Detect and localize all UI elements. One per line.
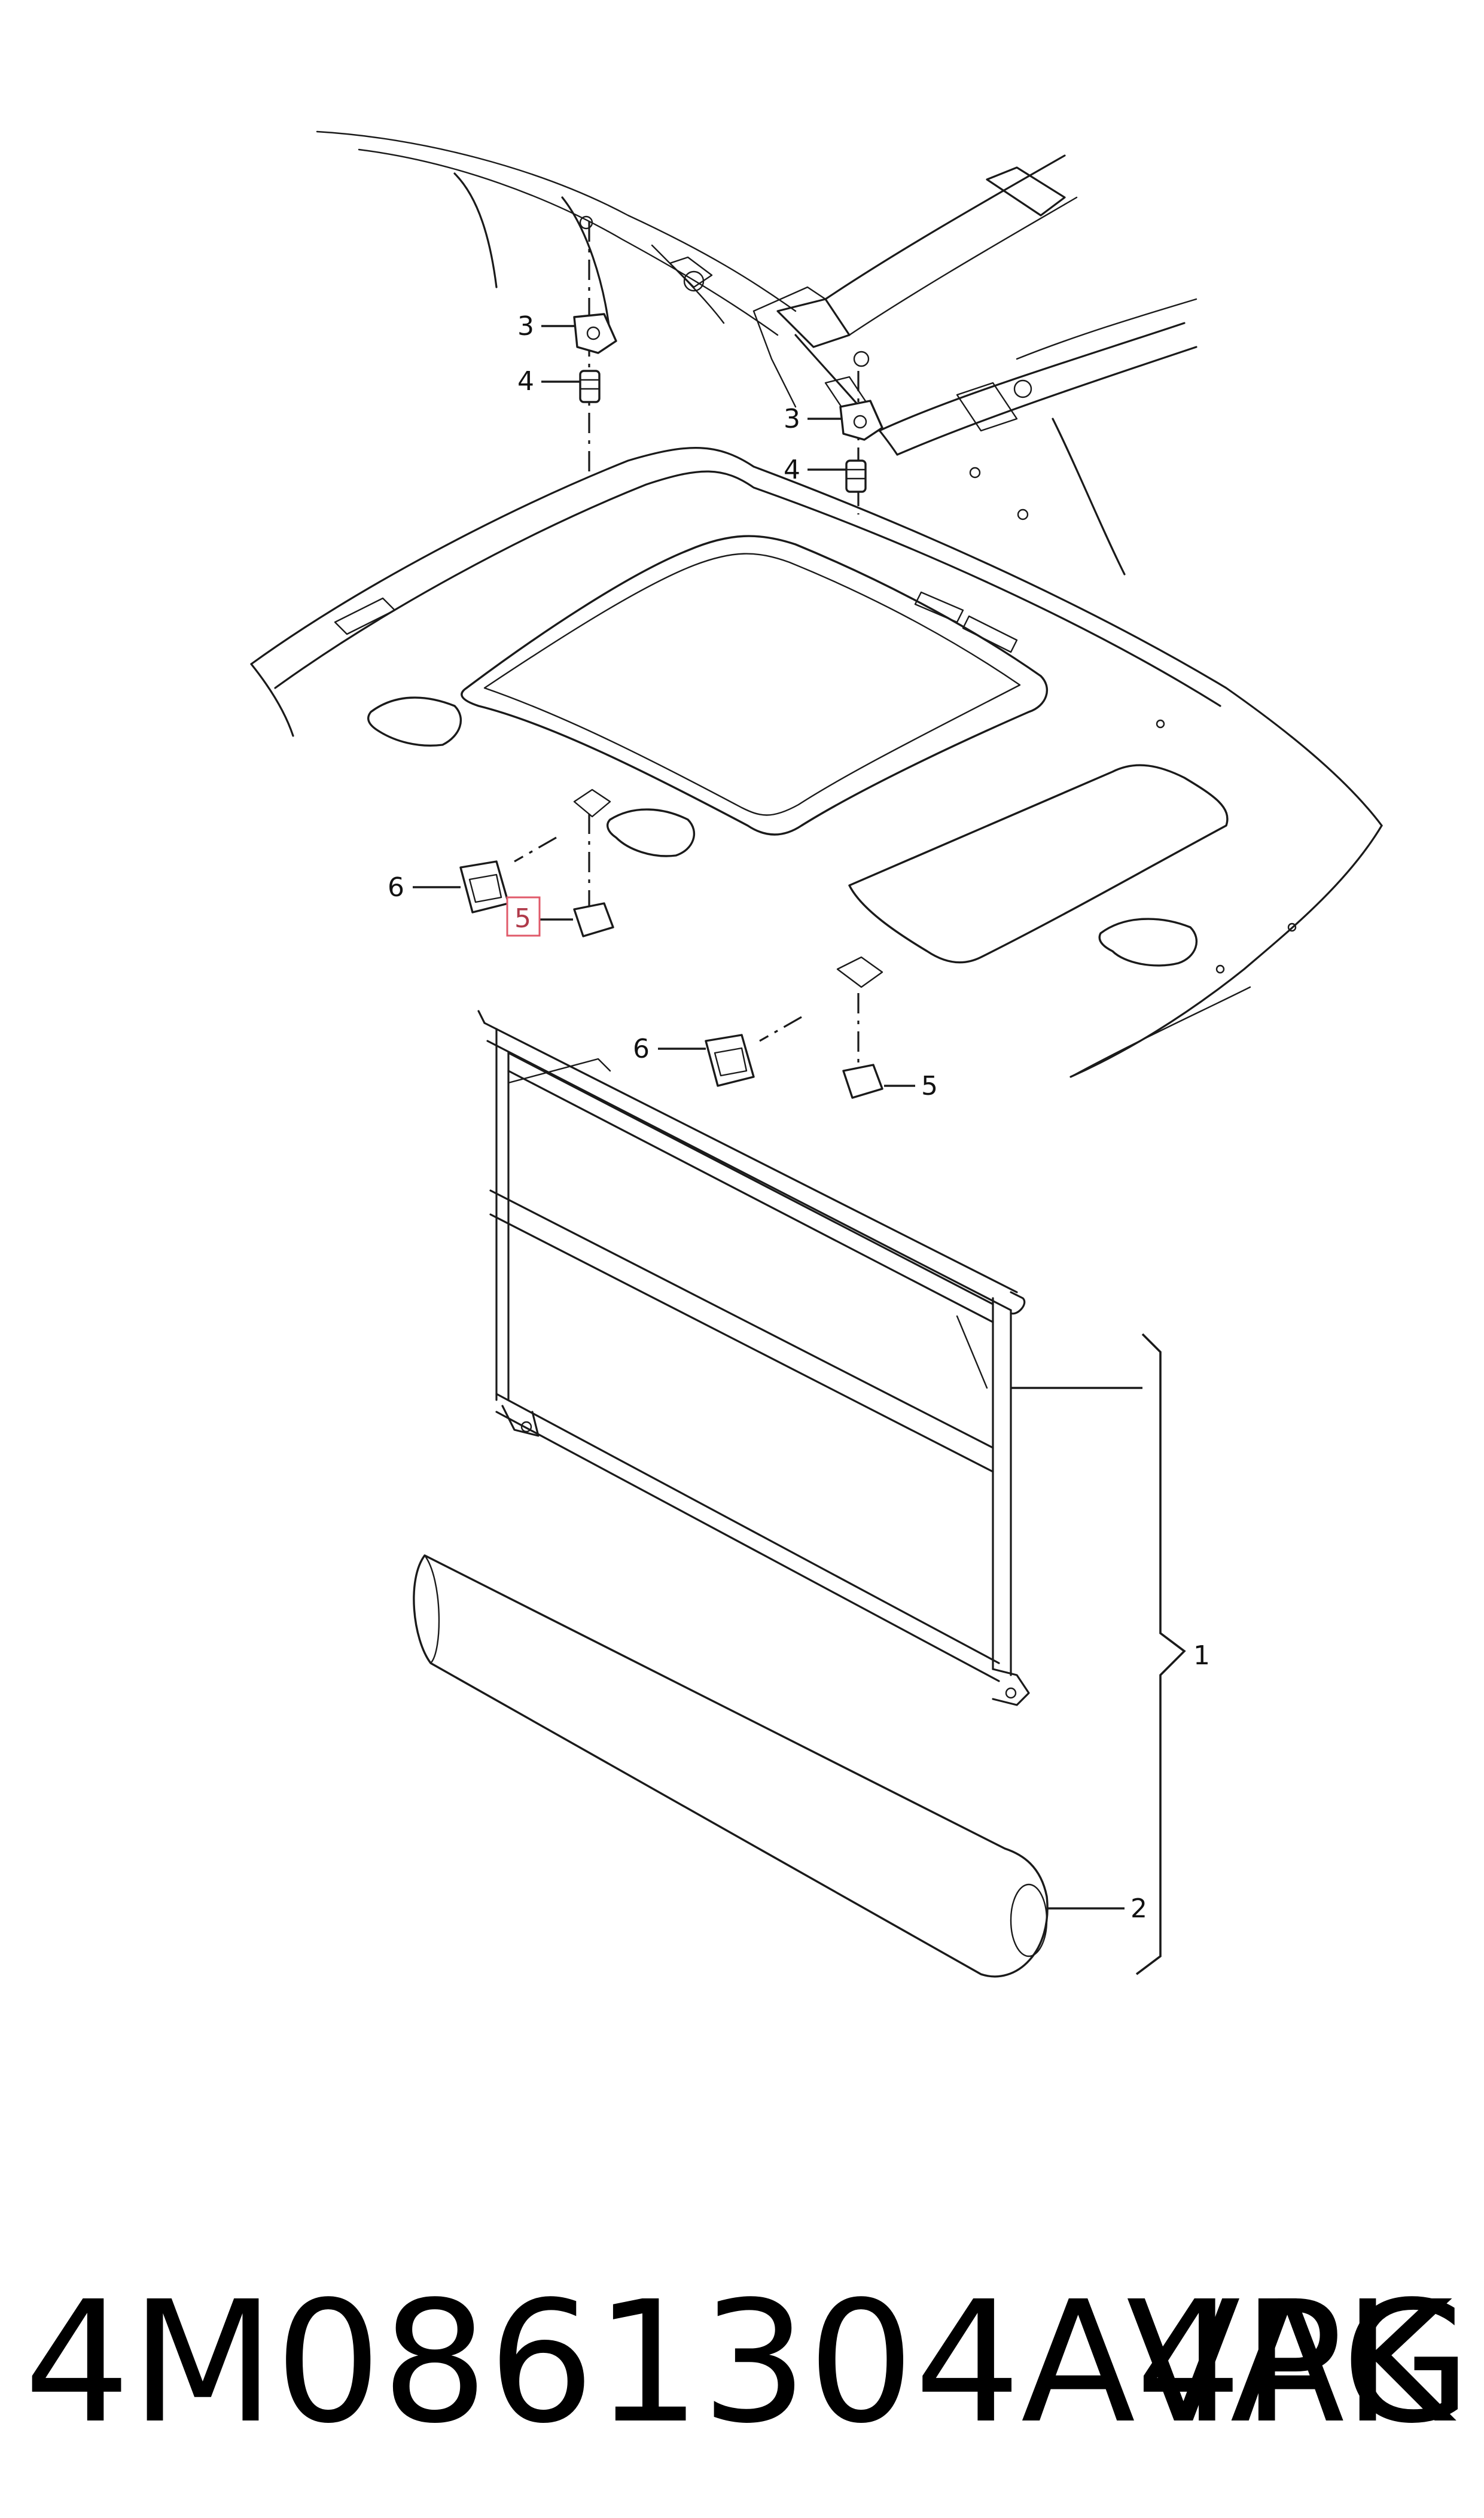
grab-handle-recess-left <box>367 696 462 747</box>
mount-part-6-right <box>705 1034 755 1087</box>
sunroof-opening <box>461 535 1048 836</box>
grab-handle-recess-right <box>1098 918 1197 967</box>
callout-5-right: 5 <box>921 1071 938 1101</box>
mount-part-6-left <box>459 860 510 914</box>
callout-labels: 1 2 3 4 3 4 6 5 6 5 <box>388 311 1210 1924</box>
callout-4-right: 4 <box>784 455 800 485</box>
callout-5-left: 5 <box>514 903 531 934</box>
screw-part-4-left <box>579 370 601 403</box>
callout-6-right: 6 <box>633 1034 650 1064</box>
callout-4-left: 4 <box>517 366 534 397</box>
callout-1: 1 <box>1193 1640 1210 1671</box>
roof-body-structure <box>316 130 1197 576</box>
part-number-text: 4M0861304A4PK <box>24 2266 1453 2461</box>
callout-5-highlight-box <box>506 896 541 937</box>
screw-part-4-right <box>845 459 867 493</box>
clip-part-3-right <box>839 400 883 441</box>
mount-part-5-left <box>573 902 614 937</box>
assembly-bracket <box>1135 1333 1186 1975</box>
brand-text: VAG <box>1126 2266 1471 2461</box>
callout-6-left: 6 <box>388 872 404 903</box>
cover-mounts-right <box>658 956 915 1099</box>
callout-3-left: 3 <box>517 311 534 342</box>
footer-caption: 4M0861304A4PK VAG <box>24 2273 1471 2453</box>
callout-3-right: 3 <box>784 404 800 434</box>
grab-handle-recess-mid <box>607 808 695 857</box>
callout-2: 2 <box>1130 1893 1147 1924</box>
storage-bag <box>413 1554 1125 1978</box>
mount-part-5-right <box>842 1064 883 1099</box>
rear-headliner-panel <box>848 764 1229 964</box>
clip-part-3-left <box>573 313 617 354</box>
storage-bag-part-2 <box>413 1554 1049 1978</box>
upper-fasteners-left <box>541 221 617 473</box>
luggage-cover-net-assembly <box>477 1010 1142 1706</box>
headliner <box>250 447 1383 1078</box>
upper-fasteners-right <box>807 371 883 514</box>
